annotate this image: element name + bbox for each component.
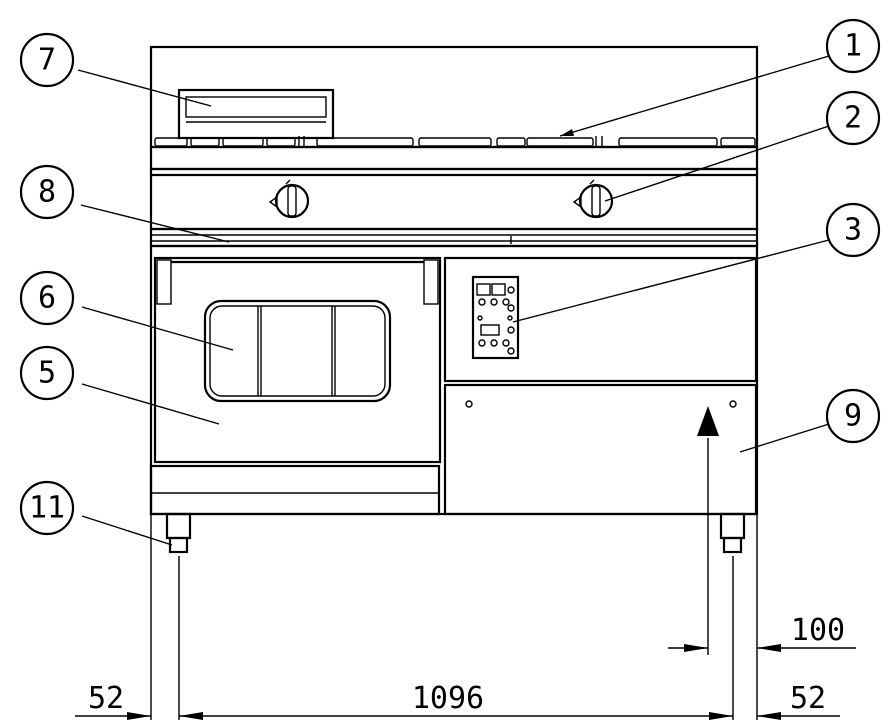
dimension-line-52-left xyxy=(75,712,151,720)
adjustable-foot-left xyxy=(165,512,192,554)
hob-grates xyxy=(154,136,756,147)
oven-window xyxy=(203,299,392,403)
callout-3: 3 xyxy=(825,202,881,258)
dimension-line-1096 xyxy=(179,712,733,720)
dimension-text-52-left: 52 xyxy=(88,681,124,716)
burner-knob-right xyxy=(572,179,614,219)
dimension-text-1096: 1096 xyxy=(412,681,484,716)
dimension-extension-lines xyxy=(150,438,758,720)
callout-1: 1 xyxy=(825,18,881,74)
adjustable-foot-right xyxy=(719,512,746,554)
oven-base-drawer xyxy=(149,464,441,516)
callout-8-text: 8 xyxy=(38,175,56,210)
side-cabinet-door xyxy=(443,383,758,516)
callout-3-text: 3 xyxy=(844,213,862,248)
drip-rail xyxy=(149,227,759,248)
callout-9: 9 xyxy=(825,388,881,444)
control-fascia xyxy=(149,167,759,231)
callout-9-text: 9 xyxy=(844,399,862,434)
side-control-compartment xyxy=(443,256,758,383)
callout-8: 8 xyxy=(19,164,75,220)
callout-5-text: 5 xyxy=(38,356,56,391)
callout-11: 11 xyxy=(19,480,75,536)
dimension-text-100: 100 xyxy=(791,613,845,648)
callout-6-text: 6 xyxy=(38,281,56,316)
callout-6: 6 xyxy=(19,270,75,326)
dimension-line-52-right xyxy=(757,712,840,720)
oven-door xyxy=(153,256,442,464)
callout-11-text: 11 xyxy=(29,491,65,526)
callout-7-text: 7 xyxy=(38,43,56,78)
dimension-text-52-right: 52 xyxy=(790,681,826,716)
burner-knob-left xyxy=(268,179,310,219)
up-arrow-icon xyxy=(697,406,719,436)
leader-lines xyxy=(77,55,830,546)
top-shelf-unit xyxy=(177,88,335,140)
callout-2: 2 xyxy=(825,90,881,146)
callout-7: 7 xyxy=(19,32,75,88)
electronic-control-panel xyxy=(471,275,520,360)
callout-5: 5 xyxy=(19,345,75,401)
callout-2-text: 2 xyxy=(844,101,862,136)
callout-1-text: 1 xyxy=(844,29,862,64)
dimension-line-100 xyxy=(668,644,856,652)
hob-top-band xyxy=(149,145,759,171)
